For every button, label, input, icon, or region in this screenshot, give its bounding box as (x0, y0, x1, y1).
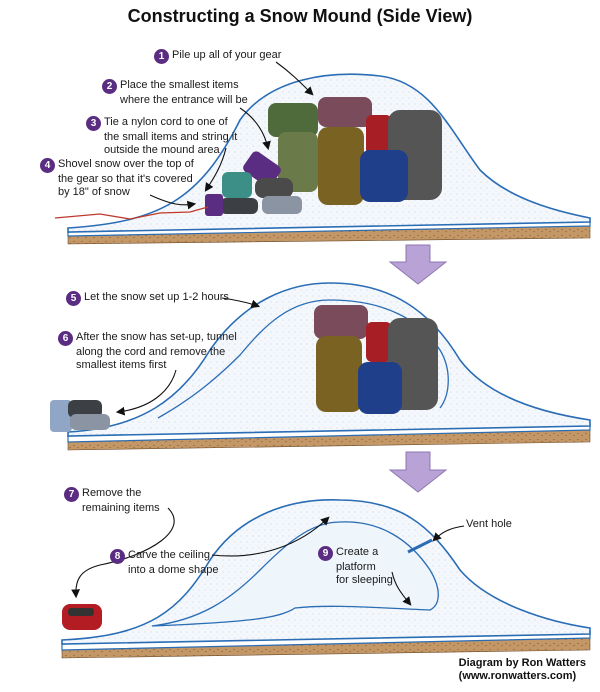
step-8-badge: 8 (110, 549, 125, 564)
credit-author: Diagram by Ron Watters (458, 657, 586, 669)
down-arrow-2 (388, 451, 448, 493)
callout-9-line (391, 571, 412, 606)
vent-hole-label: Vent hole (466, 518, 512, 530)
dome-cavity-3 (151, 521, 439, 627)
step-9-badge: 9 (318, 546, 333, 561)
vent-hole (407, 538, 433, 554)
step-7-badge: 7 (64, 487, 79, 502)
tunnel-outline-2 (157, 299, 449, 419)
callout-6-line (115, 369, 177, 416)
step-1-badge: 1 (154, 49, 169, 64)
callout-8-line (211, 516, 330, 557)
diagram-title: Constructing a Snow Mound (Side View) (127, 6, 473, 26)
nylon-cord (54, 206, 209, 220)
credit-block: Diagram by Ron Watters (www.ronwatters.c… (459, 657, 586, 683)
step-2-badge: 2 (102, 79, 117, 94)
panel-2 (50, 282, 591, 451)
gear-pile-1 (205, 97, 442, 216)
callout-vent-line (432, 525, 465, 542)
callout-5-line (221, 297, 261, 309)
step-4-badge: 4 (40, 158, 55, 173)
credit-url: (www.ronwatters.com) (458, 670, 577, 682)
panel-1 (54, 61, 591, 245)
callout-4-line (149, 194, 197, 210)
step-5-badge: 5 (66, 291, 81, 306)
callout-3-line (204, 147, 227, 192)
callout-2-line (239, 107, 271, 151)
down-arrow-1 (388, 244, 448, 285)
gear-pile-2 (314, 305, 438, 414)
step-6-badge: 6 (58, 331, 73, 346)
removed-pack-3 (62, 604, 102, 630)
step-3-badge: 3 (86, 116, 101, 131)
panel-3 (61, 499, 591, 659)
removed-items-2 (50, 400, 110, 432)
callout-1-line (275, 61, 314, 96)
